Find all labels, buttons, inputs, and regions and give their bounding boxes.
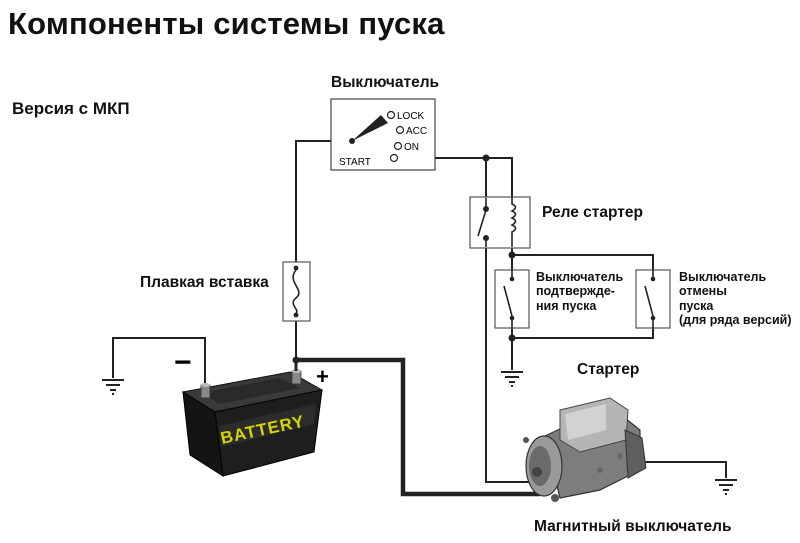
switch-pos-start: START	[339, 157, 371, 168]
battery-minus: −	[174, 346, 192, 379]
wire-relay-coil-feed	[486, 157, 513, 197]
starter-motor	[523, 397, 647, 502]
relay-coil-icon	[510, 197, 517, 247]
junction-dots	[292, 137, 516, 364]
battery-negative-terminal	[200, 383, 211, 399]
starter-label: Стартер	[577, 361, 640, 378]
switch-contact-icon	[503, 285, 513, 317]
wire-relay-contact-down	[485, 247, 532, 483]
ground-icon	[715, 479, 737, 495]
ground-icon	[501, 371, 523, 387]
clutch-cancel-switch-label: Выключатель отмены пуска (для ряда верси…	[679, 270, 792, 328]
clutch-cancel-line-3: пуска	[679, 298, 714, 313]
magnetic-switch-label: Магнитный выключатель	[534, 518, 732, 535]
junction-dot	[508, 251, 516, 259]
clutch-cancel-line-2: отмены	[679, 284, 727, 299]
wire-coil-to-switches	[511, 247, 654, 270]
battery-label-band	[219, 404, 316, 447]
junction-dot	[482, 154, 490, 162]
battery-plus: +	[316, 364, 329, 389]
clutch-start-line-3: ния пуска	[536, 298, 597, 313]
fusible-link-label: Плавкая вставка	[140, 274, 269, 291]
ignition-switch-label: Выключатель	[331, 74, 440, 91]
switch-contact-icon	[644, 285, 654, 317]
switch-pos-acc: ACC	[406, 126, 427, 137]
wire-switches-ground	[511, 328, 654, 339]
switch-pos-lock: LOCK	[397, 111, 425, 122]
battery-positive-terminal	[291, 369, 302, 385]
starter-relay-label: Реле стартер	[542, 204, 643, 221]
clutch-start-line-2: подтвержде-	[536, 284, 615, 299]
battery: BATTERY	[181, 360, 324, 477]
battery-cable	[296, 357, 540, 497]
wire-starter-ground	[640, 461, 727, 478]
clutch-start-line-1: Выключатель	[536, 270, 624, 284]
clutch-cancel-line-4: (для ряда версий)	[679, 313, 792, 328]
version-label: Версия с МКП	[12, 99, 130, 118]
switch-lever-icon	[352, 115, 388, 141]
starter-relay	[469, 196, 531, 249]
clutch-cancel-switch	[635, 269, 671, 329]
fuse-element-icon	[292, 269, 300, 314]
relay-contact-icon	[477, 198, 489, 247]
clutch-cancel-line-1: Выключатель	[679, 270, 767, 284]
ground-icon	[102, 379, 124, 395]
clutch-start-switch	[494, 269, 530, 329]
fusible-link	[282, 261, 311, 322]
switch-pos-on: ON	[404, 142, 419, 153]
clutch-start-switch-label: Выключатель подтвержде- ния пуска	[536, 270, 623, 313]
wire-battery-negative	[112, 337, 206, 385]
ignition-switch: LOCK ACC ON START	[330, 98, 436, 171]
junction-dot	[508, 334, 516, 342]
page-title: Компоненты системы пуска	[8, 6, 445, 41]
